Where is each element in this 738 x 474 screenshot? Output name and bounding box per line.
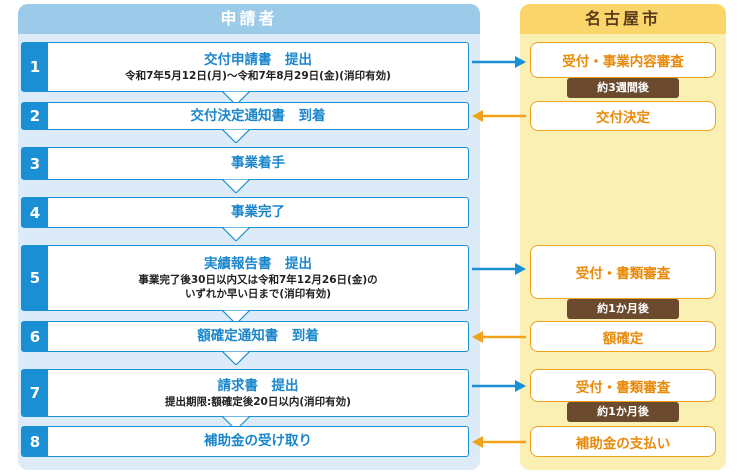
city-decision-box: 交付決定 bbox=[530, 101, 716, 131]
arrow-left-icon bbox=[472, 110, 526, 122]
applicant-header: 申請者 bbox=[18, 4, 480, 34]
step-note: 令和7年5月12日(月)～令和7年8月29日(金)(消印有効) bbox=[125, 69, 391, 82]
step-number: 6 bbox=[22, 322, 48, 351]
city-review-box: 受付・書類審査 bbox=[530, 245, 716, 299]
chevron-down-icon bbox=[222, 91, 250, 105]
chevron-down-icon bbox=[222, 129, 250, 143]
city-review-box: 受付・事業内容審査 bbox=[530, 42, 716, 78]
step-number: 8 bbox=[22, 427, 48, 456]
step-5: 5 実績報告書 提出 事業完了後30日以内又は令和7年12月26日(金)の いず… bbox=[21, 245, 469, 311]
step-number: 3 bbox=[22, 148, 48, 179]
step-title: 交付決定通知書 到着 bbox=[190, 107, 326, 124]
chevron-down-icon bbox=[222, 227, 250, 241]
step-title: 事業着手 bbox=[231, 155, 285, 171]
step-title: 実績報告書 提出 bbox=[204, 255, 312, 272]
city-header: 名古屋市 bbox=[520, 4, 726, 34]
chevron-down-icon bbox=[222, 351, 250, 365]
step-2: 2 交付決定通知書 到着 bbox=[21, 102, 469, 130]
delay-label: 約3週間後 bbox=[567, 78, 679, 98]
arrow-left-icon bbox=[472, 331, 526, 343]
chevron-down-icon bbox=[222, 179, 250, 193]
step-4: 4 事業完了 bbox=[21, 197, 469, 228]
arrow-left-icon bbox=[472, 436, 526, 448]
city-review-box: 受付・書類審査 bbox=[530, 369, 716, 402]
arrow-right-icon bbox=[472, 380, 526, 392]
arrow-right-icon bbox=[472, 56, 526, 68]
step-number: 4 bbox=[22, 198, 48, 227]
chevron-down-icon bbox=[222, 416, 250, 430]
step-number: 5 bbox=[22, 246, 48, 310]
step-note: いずれか早い日まで(消印有効) bbox=[184, 287, 332, 300]
step-title: 額確定通知書 到着 bbox=[197, 328, 319, 344]
chevron-down-icon bbox=[222, 310, 250, 324]
delay-label: 約1か月後 bbox=[567, 299, 679, 319]
step-title: 請求書 提出 bbox=[217, 377, 299, 394]
step-6: 6 額確定通知書 到着 bbox=[21, 321, 469, 352]
step-8: 8 補助金の受け取り bbox=[21, 426, 469, 457]
step-note: 事業完了後30日以内又は令和7年12月26日(金)の bbox=[138, 273, 378, 286]
step-number: 1 bbox=[22, 43, 48, 91]
step-number: 2 bbox=[22, 103, 48, 129]
arrow-right-icon bbox=[472, 263, 526, 275]
step-title: 事業完了 bbox=[231, 204, 285, 220]
delay-label: 約1か月後 bbox=[567, 402, 679, 422]
step-title: 交付申請書 提出 bbox=[204, 51, 312, 68]
step-number: 7 bbox=[22, 370, 48, 416]
step-1: 1 交付申請書 提出 令和7年5月12日(月)～令和7年8月29日(金)(消印有… bbox=[21, 42, 469, 92]
step-7: 7 請求書 提出 提出期限:額確定後20日以内(消印有効) bbox=[21, 369, 469, 417]
city-payment-box: 補助金の支払い bbox=[530, 426, 716, 457]
step-note: 提出期限:額確定後20日以内(消印有効) bbox=[165, 395, 351, 408]
step-title: 補助金の受け取り bbox=[204, 433, 312, 449]
city-amount-box: 額確定 bbox=[530, 321, 716, 352]
step-3: 3 事業着手 bbox=[21, 147, 469, 180]
